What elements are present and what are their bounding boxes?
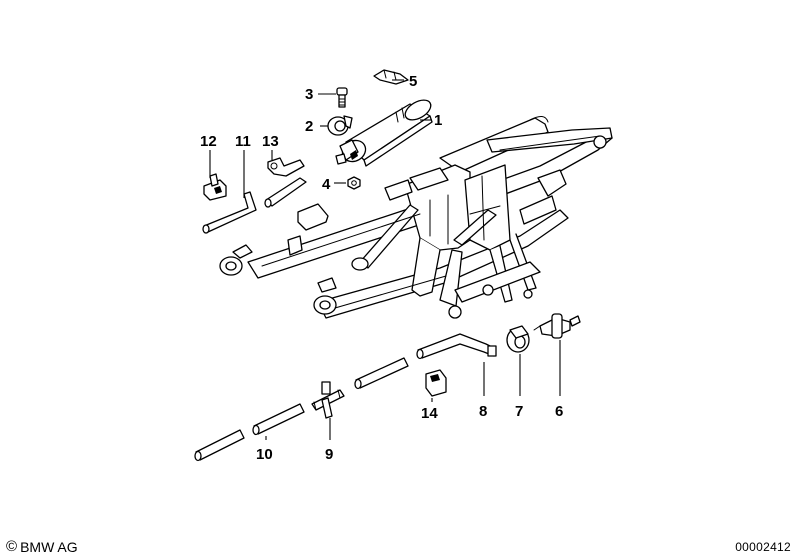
callout-1: 1 [434,112,442,129]
part-7-grommet [506,325,530,353]
brand-name: BMW AG [20,538,78,555]
callout-11: 11 [235,133,251,150]
part-10-hoses [194,403,305,462]
callout-6: 6 [555,403,563,420]
part-hose-mid [354,357,409,390]
part-9-t-connector [311,381,345,419]
callout-12: 12 [200,133,217,150]
part-5-clip [373,69,409,85]
part-4-nut [347,176,361,190]
part-6-valve [533,313,581,339]
part-8-pipe [416,333,497,360]
part-13-bracket [267,157,305,177]
frame [219,116,613,319]
callout-3: 3 [305,86,313,103]
drawing-number: 00002412 [735,540,791,554]
callout-5: 5 [409,73,417,90]
callout-9: 9 [325,446,333,463]
copyright-symbol: © [6,538,18,555]
part-1-canister [335,99,433,167]
copyright-notice: © BMW AG [6,538,78,555]
part-14-clip [425,369,447,397]
callouts: 1 2 3 4 5 6 7 8 9 10 11 12 13 14 [200,73,563,463]
callout-2: 2 [305,118,313,135]
part-hose-short [264,177,307,208]
leader-lines [209,79,561,440]
callout-10: 10 [256,446,273,463]
callout-13: 13 [262,133,279,150]
callout-8: 8 [479,403,487,420]
part-11-hose [202,191,257,234]
part-2-clamp [327,115,353,136]
part-3-screw [336,87,348,108]
part-12-clip [203,173,227,201]
callout-14: 14 [421,405,438,422]
callout-7: 7 [515,403,523,420]
callout-4: 4 [322,176,331,193]
